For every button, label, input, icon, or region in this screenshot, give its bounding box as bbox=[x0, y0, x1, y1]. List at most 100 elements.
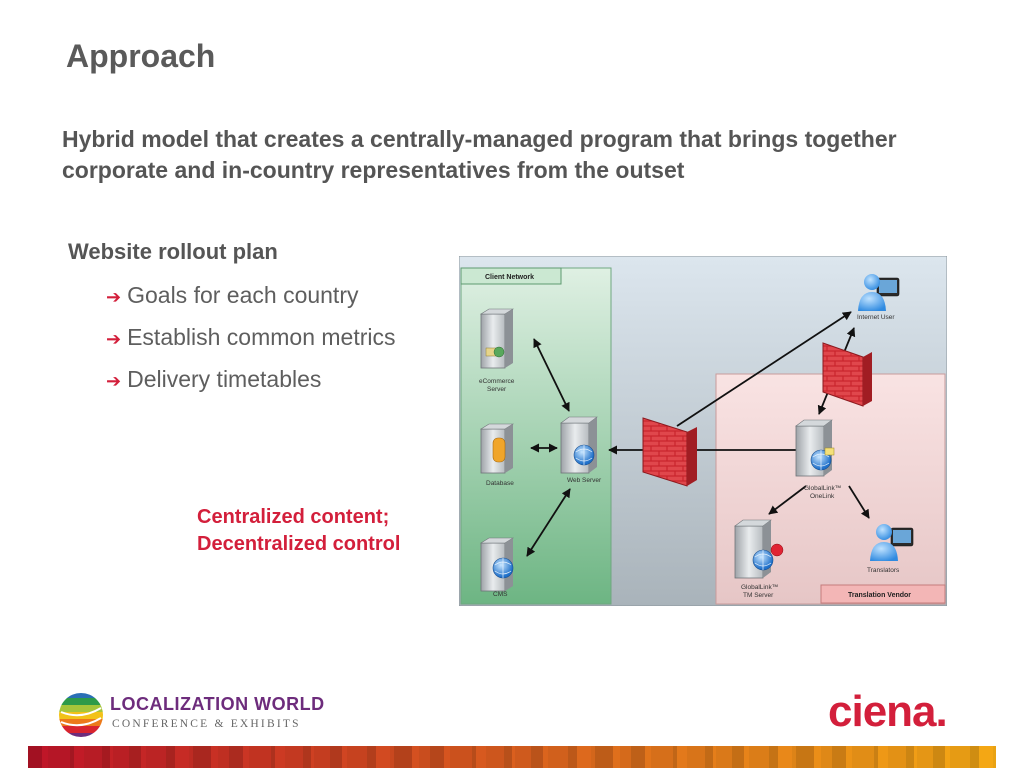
stripe-bar bbox=[314, 746, 330, 768]
stripe-bar bbox=[673, 746, 677, 768]
stripe-bar bbox=[914, 746, 917, 768]
footer-color-stripe bbox=[28, 746, 996, 768]
stripe-bar bbox=[394, 746, 412, 768]
stripe-bar bbox=[84, 746, 102, 768]
translation-vendor-label: Translation Vendor bbox=[848, 592, 911, 599]
stripe-bar bbox=[28, 746, 42, 768]
bullet-text: Delivery timetables bbox=[127, 366, 322, 392]
stripe-bar bbox=[950, 746, 970, 768]
callout-text: Centralized content; Decentralized contr… bbox=[197, 504, 400, 558]
arrow-right-icon: ➔ bbox=[106, 287, 122, 307]
stripe-bar bbox=[713, 746, 716, 768]
stripe-bar bbox=[412, 746, 419, 768]
client-network-tab bbox=[460, 267, 562, 285]
stripe-bar bbox=[687, 746, 705, 768]
stripe-bar bbox=[917, 746, 933, 768]
stripe-bar bbox=[577, 746, 591, 768]
database-server-icon bbox=[479, 423, 515, 474]
stripe-bar bbox=[285, 746, 303, 768]
arrow-ecommerce-webserver bbox=[533, 338, 570, 412]
internet-user-label: Internet User bbox=[857, 314, 895, 321]
arrow-right-icon: ➔ bbox=[106, 371, 122, 391]
stripe-bar bbox=[444, 746, 450, 768]
ecommerce-label: Server bbox=[487, 386, 507, 393]
stripe-bar bbox=[229, 746, 243, 768]
stripe-bar bbox=[595, 746, 613, 768]
arrow-globallink-tm-server bbox=[768, 485, 807, 515]
stripe-bar bbox=[874, 746, 878, 768]
stripe-bar bbox=[303, 746, 311, 768]
stripe-bar bbox=[146, 746, 166, 768]
globallink-tm-server-icon bbox=[734, 519, 784, 579]
stripe-bar bbox=[970, 746, 979, 768]
stripe-bar bbox=[531, 746, 543, 768]
localization-world-title: LOCALIZATION WORLD bbox=[110, 694, 325, 714]
stripe-bar bbox=[110, 746, 113, 768]
globallink-tm-label: TM Server bbox=[743, 592, 774, 599]
stripe-bar bbox=[430, 746, 444, 768]
bullet-item: ➔Delivery timetables bbox=[106, 364, 396, 406]
ciena-logo: ciena. bbox=[828, 687, 948, 734]
arrow-webserver-cms bbox=[526, 488, 571, 557]
arrow-right-icon: ➔ bbox=[106, 329, 122, 349]
stripe-bar bbox=[367, 746, 376, 768]
stripe-bar bbox=[70, 746, 74, 768]
stripe-bar bbox=[878, 746, 888, 768]
stripe-bar bbox=[906, 746, 914, 768]
stripe-bar bbox=[821, 746, 832, 768]
stripe-bar bbox=[249, 746, 271, 768]
stripe-bar bbox=[888, 746, 906, 768]
stripe-bar bbox=[347, 746, 367, 768]
plan-heading: Website rollout plan bbox=[68, 239, 278, 264]
translators-label: Translators bbox=[867, 567, 900, 574]
stripe-bar bbox=[645, 746, 651, 768]
network-diagram: Client Network Translation Vendor eComme… bbox=[459, 256, 947, 606]
stripe-bar bbox=[504, 746, 512, 768]
stripe-bar bbox=[631, 746, 645, 768]
stripe-bar bbox=[993, 746, 996, 768]
stripe-bar bbox=[548, 746, 568, 768]
stripe-bar bbox=[568, 746, 577, 768]
stripe-bar bbox=[42, 746, 48, 768]
stripe-bar bbox=[852, 746, 874, 768]
bullet-text: Goals for each country bbox=[127, 282, 359, 308]
stripe-bar bbox=[275, 746, 285, 768]
ciena-logo-text: ciena. bbox=[828, 687, 947, 734]
stripe-bar bbox=[189, 746, 193, 768]
bullet-text: Establish common metrics bbox=[127, 324, 396, 350]
stripe-bar bbox=[832, 746, 846, 768]
stripe-bar bbox=[311, 746, 314, 768]
ecommerce-server-icon bbox=[479, 308, 515, 369]
globallink-tm-label: GlobalLink™ bbox=[741, 584, 778, 591]
stripe-bar bbox=[166, 746, 175, 768]
stripe-bar bbox=[732, 746, 744, 768]
stripe-bar bbox=[749, 746, 769, 768]
web-server-label: Web Server bbox=[567, 477, 602, 484]
stripe-bar bbox=[716, 746, 732, 768]
bullet-list: ➔Goals for each country ➔Establish commo… bbox=[106, 280, 396, 406]
stripe-bar bbox=[450, 746, 472, 768]
translators-icon bbox=[870, 524, 914, 561]
stripe-bar bbox=[778, 746, 792, 768]
stripe-bar bbox=[376, 746, 390, 768]
stripe-bar bbox=[476, 746, 486, 768]
stripe-bar bbox=[591, 746, 595, 768]
stripe-bar bbox=[796, 746, 814, 768]
stripe-bar bbox=[271, 746, 275, 768]
stripe-bar bbox=[74, 746, 84, 768]
stripe-bar bbox=[515, 746, 531, 768]
translation-vendor-tab bbox=[820, 584, 946, 604]
stripe-bar bbox=[211, 746, 218, 768]
stripe-bar bbox=[193, 746, 211, 768]
stripe-bar bbox=[979, 746, 993, 768]
stripe-bar bbox=[512, 746, 515, 768]
stripe-bar bbox=[651, 746, 673, 768]
globallink-onelink-label: OneLink bbox=[810, 493, 835, 500]
stripe-bar bbox=[175, 746, 189, 768]
stripe-bar bbox=[419, 746, 430, 768]
internet-user-icon bbox=[858, 274, 900, 311]
callout-line: Centralized content; bbox=[197, 506, 390, 528]
stripe-bar bbox=[613, 746, 620, 768]
stripe-bar bbox=[486, 746, 504, 768]
stripe-bar bbox=[129, 746, 141, 768]
